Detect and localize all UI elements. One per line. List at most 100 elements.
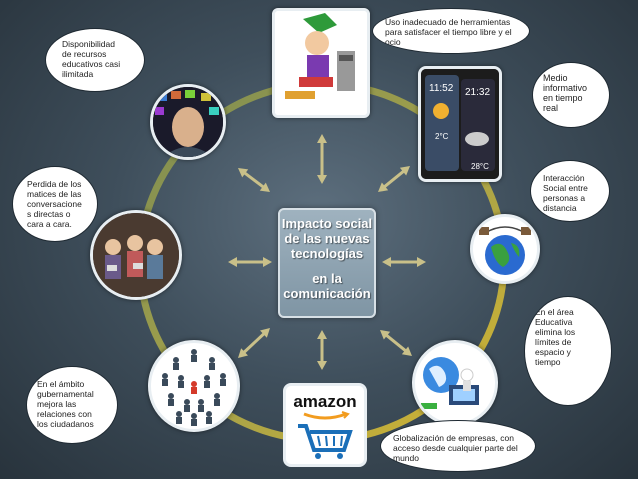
weather-time-2: 21:32 xyxy=(465,87,490,98)
weather-temp-2: 28°C xyxy=(471,162,489,171)
bubble-text: mundo xyxy=(393,453,419,463)
bubble-text: acceso desde cualquier parte del xyxy=(393,443,518,453)
person-head xyxy=(168,393,174,399)
person-body xyxy=(191,355,197,362)
arrows-group xyxy=(228,134,426,370)
arrow-head xyxy=(417,257,426,267)
arrow-head xyxy=(317,361,327,370)
person-head xyxy=(209,357,215,363)
bubble-gubernamental: En el ámbito gubernamental mejora las re… xyxy=(26,366,118,444)
bubble-text: distancia xyxy=(543,203,577,213)
person-body xyxy=(178,381,184,388)
person-body xyxy=(191,387,197,394)
multimedia-head-image xyxy=(150,84,226,160)
weather-phones-icon: 11:52 21:32 2°C 28°C xyxy=(421,69,499,179)
person-body xyxy=(206,417,212,424)
weather-temp-1: 2°C xyxy=(435,132,449,141)
person-body xyxy=(176,417,182,424)
bubble-text: tiempo xyxy=(535,357,561,367)
cartoon-teen-icon xyxy=(275,11,367,115)
bubble-perdida: Perdida de los matices de las conversaci… xyxy=(12,166,98,242)
bubble-text: En el área xyxy=(535,307,574,317)
education-globe-image xyxy=(412,340,498,426)
bubble-text: relaciones con xyxy=(37,409,92,419)
person-body xyxy=(184,405,190,412)
person-body xyxy=(162,379,168,386)
weather-phones-image: 11:52 21:32 2°C 28°C xyxy=(418,66,502,182)
bubble-text: mejora las xyxy=(37,399,77,409)
bubble-text: cara a cara. xyxy=(27,219,72,229)
person-head xyxy=(162,373,168,379)
arrow-head xyxy=(399,166,410,176)
bubble-text: en tiempo xyxy=(543,93,583,103)
bubble-text: s directas o xyxy=(27,209,71,219)
bubble-text: espacio y xyxy=(535,347,571,357)
arrow-head xyxy=(260,328,270,338)
bubble-text: gubernamental xyxy=(37,389,94,399)
central-concept-box: Impacto social de las nuevas tecnologías… xyxy=(278,208,376,318)
person-head xyxy=(220,373,226,379)
person-body xyxy=(168,399,174,406)
globe-network-image xyxy=(470,214,540,284)
arrow-head xyxy=(238,348,248,358)
education-globe-icon xyxy=(421,357,479,409)
person-head xyxy=(198,399,204,405)
bubble-text: Perdida de los xyxy=(27,179,82,189)
arrow-head xyxy=(382,257,391,267)
amazon-cart-image: amazon xyxy=(283,383,367,467)
globe-network-icon xyxy=(479,226,531,275)
people-network-icon xyxy=(162,349,226,426)
bubble-text: ilimitada xyxy=(62,69,94,79)
bubble-text: matices de las xyxy=(27,189,82,199)
arrow-head xyxy=(380,330,391,340)
person-head xyxy=(184,399,190,405)
weather-time-1: 11:52 xyxy=(429,83,454,94)
person-head xyxy=(191,349,197,355)
arrow-head xyxy=(378,182,389,192)
person-body xyxy=(220,379,226,386)
person-body xyxy=(209,363,215,370)
bubble-text: elimina los xyxy=(535,327,576,337)
person-body xyxy=(198,405,204,412)
bubble-text: Medio xyxy=(543,73,568,83)
bubble-text: En el ámbito xyxy=(37,379,85,389)
bubble-medio-informativo: Medio informativo en tiempo real xyxy=(532,62,610,128)
arrow-shaft xyxy=(241,331,267,355)
person-head xyxy=(191,381,197,387)
center-sub-line2: comunicación xyxy=(283,286,371,301)
person-head xyxy=(204,375,210,381)
person-head xyxy=(176,411,182,417)
bubble-text: Educativa xyxy=(535,317,573,327)
bubble-text: conversacione xyxy=(27,199,82,209)
bubble-interaccion: Interacción Social entre personas a dist… xyxy=(530,160,610,222)
arrow-head xyxy=(401,346,412,356)
arrow-shaft xyxy=(241,170,267,190)
arrow-head xyxy=(317,330,327,339)
bubble-text: personas a xyxy=(543,193,586,203)
bubble-text: ocio xyxy=(385,37,401,47)
bubble-text: los ciudadanos xyxy=(37,419,94,429)
center-title-line1: Impacto social xyxy=(281,216,373,231)
center-title-line2: de las nuevas xyxy=(284,231,370,246)
bubble-text: de recursos xyxy=(62,49,107,59)
person-head xyxy=(178,375,184,381)
bubble-text: límites de xyxy=(535,337,572,347)
person-body xyxy=(173,363,179,370)
bubble-text: real xyxy=(543,103,559,113)
bubble-text: para satisfacer el tiempo libre y el xyxy=(385,27,512,37)
arrow-shaft xyxy=(381,168,407,190)
center-title-line3: tecnologías xyxy=(290,246,364,261)
arrow-head xyxy=(228,257,237,267)
bubble-text: educativos casi xyxy=(62,59,121,69)
amazon-cart-icon xyxy=(298,411,353,459)
arrow-head xyxy=(317,175,327,184)
amazon-wordmark: amazon xyxy=(293,392,357,411)
person-body xyxy=(204,381,210,388)
bubble-text: Social entre xyxy=(543,183,588,193)
person-body xyxy=(191,419,197,426)
arrow-shaft xyxy=(383,332,409,354)
bubble-text: Uso inadecuado de herramientas xyxy=(385,17,511,27)
arrow-head xyxy=(238,168,249,178)
arrow-head xyxy=(263,257,272,267)
